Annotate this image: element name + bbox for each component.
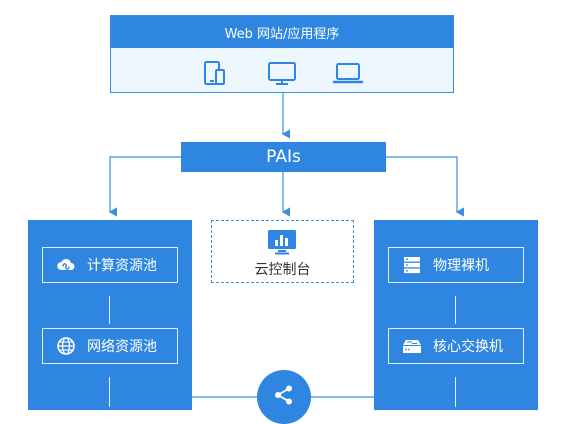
connector-lines	[108, 93, 465, 398]
hardware-panel: 物理裸机 核心交换机	[374, 220, 538, 410]
desktop-monitor-icon	[265, 56, 299, 90]
web-app-box: Web 网站/应用程序	[110, 15, 454, 93]
cloud-console-label: 云控制台	[254, 262, 311, 278]
mobile-icon	[197, 56, 231, 90]
bare-metal-label: 物理裸机	[433, 258, 489, 274]
compute-pool-label: 计算资源池	[87, 258, 157, 274]
resource-pool-panel: 计算资源池 网络资源池	[28, 220, 192, 410]
arrow-pais-to-left	[108, 156, 181, 217]
core-switch-node: 核心交换机	[388, 328, 524, 364]
arrow-pais-to-right	[386, 156, 465, 217]
core-switch-label: 核心交换机	[433, 339, 503, 355]
bar-chart-monitor-icon	[267, 229, 297, 255]
cloud-loop-icon	[55, 254, 77, 276]
network-pool-node: 网络资源池	[42, 328, 178, 364]
web-app-title: Web 网站/应用程序	[111, 16, 453, 48]
share-hub-node	[257, 370, 311, 424]
right-connector-1	[455, 296, 456, 324]
compute-pool-node: 计算资源池	[42, 247, 178, 283]
left-connector-2	[109, 377, 110, 407]
bare-metal-node: 物理裸机	[388, 247, 524, 283]
pais-node: PAIs	[181, 142, 386, 172]
network-pool-label: 网络资源池	[87, 339, 157, 355]
right-connector-2	[455, 377, 456, 407]
left-connector-1	[109, 296, 110, 324]
laptop-icon	[331, 56, 365, 90]
switch-icon	[401, 335, 423, 357]
cloud-console-node: 云控制台	[211, 220, 354, 283]
share-icon	[275, 385, 292, 405]
globe-icon	[55, 335, 77, 357]
server-rack-icon	[401, 254, 423, 276]
